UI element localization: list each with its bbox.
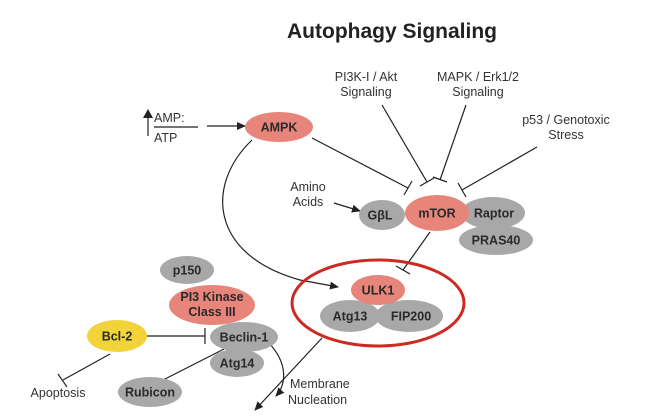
label-mapk-2: Signaling: [452, 85, 503, 99]
label-p53-2: Stress: [548, 128, 583, 142]
node-beclin1: [210, 322, 278, 352]
node-atg13-label: Atg13: [333, 310, 368, 324]
node-p150: [160, 256, 214, 284]
edge-beclin1-membrane: [267, 341, 285, 397]
inhibit-bar-bcl2-apoptosis: [57, 373, 68, 388]
node-gbl: [359, 200, 405, 230]
node-ampk-label: AMPK: [261, 121, 298, 135]
label-atp: ATP: [154, 131, 177, 145]
label-p53-1: p53 / Genotoxic: [522, 113, 610, 127]
node-bcl2: [87, 320, 147, 352]
label-mapk-1: MAPK / Erk1/2: [437, 70, 519, 84]
edge-pi3k-akt-inhibits-mtor: [381, 104, 428, 183]
label-amino-1: Amino: [290, 180, 325, 194]
label-nucleation: Nucleation: [288, 393, 347, 407]
diagram-title: Autophagy Signaling: [287, 20, 497, 43]
node-beclin1-label: Beclin-1: [220, 331, 269, 345]
node-pi3k-class3-label-2: Class III: [188, 305, 235, 319]
node-mtor-label: mTOR: [418, 207, 455, 221]
edge-ampk-inhibits-mtor: [311, 137, 409, 189]
node-pras40: [459, 225, 533, 255]
node-rubicon: [118, 377, 182, 407]
edge-ulk1-nucleation: [254, 337, 323, 411]
label-apoptosis: Apoptosis: [31, 386, 86, 400]
inhibit-bar-p53-mtor: [457, 182, 467, 198]
node-pras40-label: PRAS40: [472, 234, 521, 248]
node-pi3k-class3: [169, 285, 255, 325]
label-amp: AMP:: [154, 111, 185, 125]
node-rubicon-label: Rubicon: [125, 386, 175, 400]
node-atg13: [320, 300, 380, 332]
node-gbl-label: GβL: [368, 209, 393, 223]
node-bcl2-label: Bcl-2: [102, 330, 133, 344]
edge-amino-gbl: [333, 202, 361, 213]
label-pi3k-akt-2: Signaling: [340, 85, 391, 99]
node-ulk1-label: ULK1: [362, 284, 395, 298]
edge-p53-inhibits-mtor: [461, 146, 538, 191]
label-membrane: Membrane: [290, 377, 350, 391]
label-amino-2: Acids: [293, 195, 324, 209]
node-ampk: [245, 112, 313, 142]
label-pi3k-akt-1: PI3K-I / Akt: [335, 70, 398, 84]
ulk1-highlight-ring: [290, 258, 466, 348]
edge-rubicon-inhibits-beclin1: [162, 347, 227, 381]
node-atg14: [210, 349, 264, 377]
node-raptor-label: Raptor: [474, 207, 514, 221]
node-atg14-label: Atg14: [220, 357, 255, 371]
node-pi3k-class3-label-1: PI3 Kinase: [180, 290, 243, 304]
node-p150-label: p150: [173, 264, 202, 278]
node-raptor: [461, 197, 525, 229]
inhibit-bar-pi3k-mtor: [419, 177, 435, 187]
edge-ampk-ulk1: [222, 139, 339, 290]
node-fip200-label: FIP200: [391, 310, 431, 324]
inhibit-bar-mtor-ulk1: [395, 265, 411, 275]
edge-mapk-inhibits-mtor: [439, 104, 467, 181]
node-ulk1: [351, 275, 405, 305]
inhibit-bar-ampk-mtor: [403, 180, 413, 196]
edge-bcl2-inhibits-apoptosis: [62, 353, 111, 381]
node-fip200: [375, 300, 443, 332]
up-arrow-icon: [143, 109, 153, 118]
inhibit-bar-mapk-mtor: [432, 176, 448, 183]
node-mtor: [405, 195, 469, 231]
